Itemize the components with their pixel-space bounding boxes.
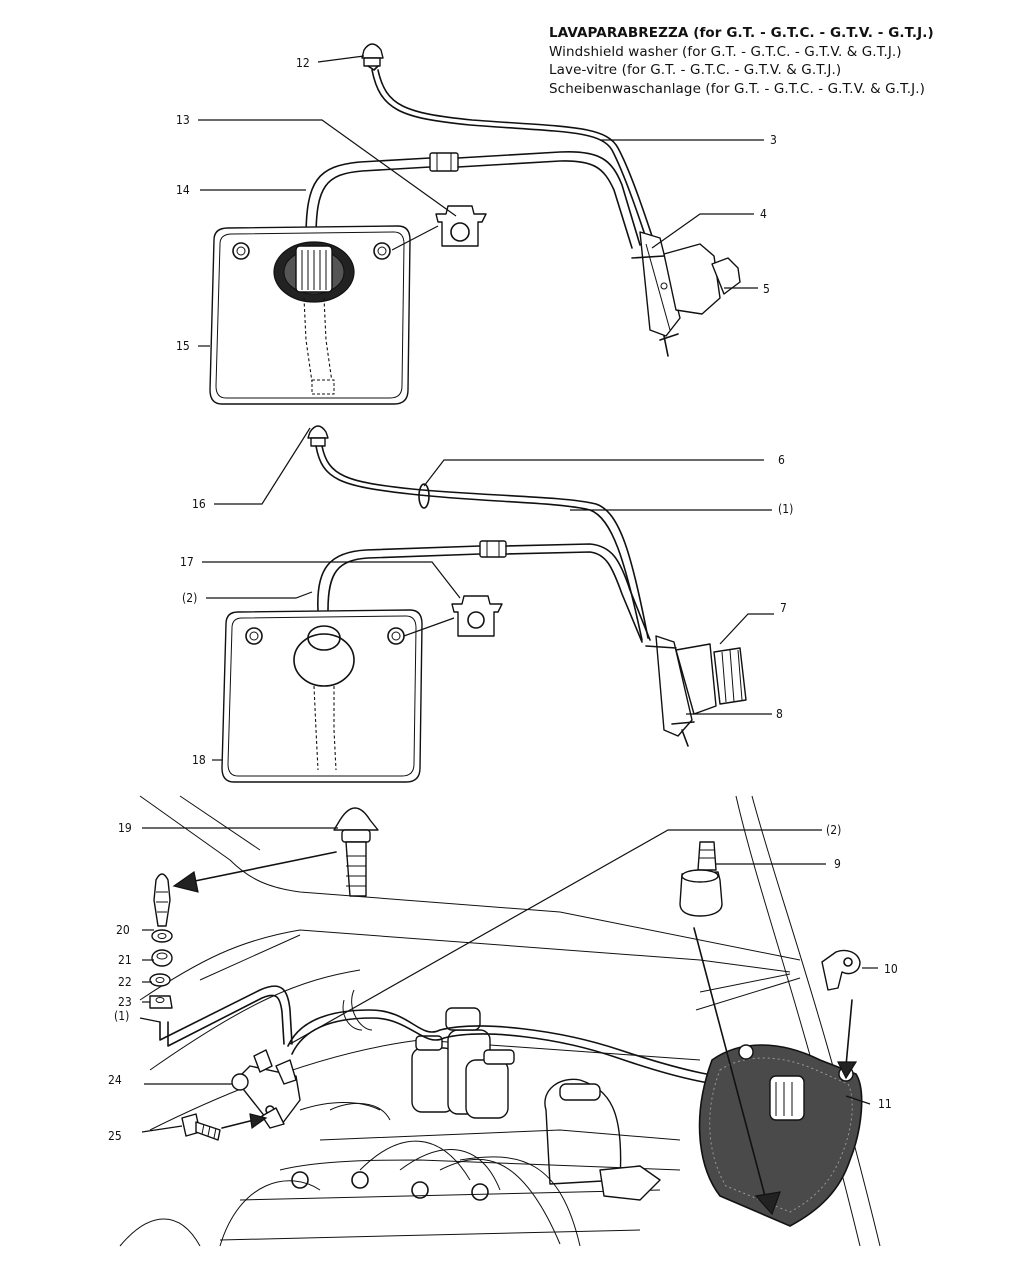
callout-17: 17	[180, 555, 194, 569]
callout-24: 24	[108, 1073, 122, 1087]
title-line-english: Windshield washer (for G.T. - G.T.C. - G…	[549, 43, 902, 60]
callout-2-upper: (2)	[182, 591, 197, 605]
callout-4: 4	[760, 207, 767, 221]
callout-13: 13	[176, 113, 190, 127]
upper-washer-assembly	[209, 43, 741, 405]
tank-18-drawing	[221, 609, 423, 783]
nozzle-19-drawing	[172, 807, 379, 897]
engine-drawing	[119, 1102, 681, 1247]
connector-9-drawing	[679, 841, 781, 1216]
pump-24-drawing	[231, 1049, 301, 1129]
clip-17-drawing	[451, 595, 503, 637]
callout-11: 11	[878, 1097, 892, 1111]
callout-9: 9	[834, 857, 841, 871]
callout-16: 16	[192, 497, 206, 511]
callout-20: 20	[116, 923, 130, 937]
pump-5-drawing	[631, 231, 741, 357]
callout-15: 15	[176, 339, 190, 353]
callout-labels: 12 13 3 14 4 5 15 16 6 (1) 17 (2) 7 8 18…	[108, 56, 898, 1143]
callout-2-lower: (2)	[826, 823, 841, 837]
callout-8: 8	[776, 707, 783, 721]
callout-21: 21	[118, 953, 132, 967]
callout-1-lower: (1)	[114, 1009, 129, 1023]
engine-bay-assembly	[119, 795, 881, 1247]
callout-12: 12	[296, 56, 310, 70]
callout-6: 6	[778, 453, 785, 467]
callout-23: 23	[118, 995, 132, 1009]
callout-5: 5	[763, 282, 770, 296]
callout-19: 19	[118, 821, 132, 835]
tank-15-drawing	[209, 225, 411, 405]
callout-10: 10	[884, 962, 898, 976]
callout-22: 22	[118, 975, 132, 989]
callout-3: 3	[770, 133, 777, 147]
title-line-german: Scheibenwaschanlage (for G.T. - G.T.C. -…	[549, 80, 926, 97]
callout-1-upper: (1)	[778, 502, 793, 516]
coolant-bottles-drawing	[411, 1007, 622, 1185]
middle-washer-assembly	[221, 425, 747, 783]
pump-7-drawing	[645, 635, 747, 747]
diagram-title-block: LAVAPARABREZZA (for G.T. - G.T.C. - G.T.…	[549, 24, 1019, 98]
title-line-italian: LAVAPARABREZZA (for G.T. - G.T.C. - G.T.…	[549, 25, 934, 41]
callout-7: 7	[780, 601, 787, 615]
callout-18: 18	[192, 753, 206, 767]
fastener-stack-drawing	[149, 873, 173, 1009]
nozzle-12-drawing	[361, 43, 384, 71]
callout-14: 14	[176, 183, 190, 197]
callout-25: 25	[108, 1129, 122, 1143]
clip-13-drawing	[435, 205, 487, 247]
nozzle-16-drawing	[307, 425, 329, 447]
reservoir-11-drawing	[698, 1044, 863, 1227]
title-line-french: Lave-vitre (for G.T. - G.T.C. - G.T.V. &…	[549, 62, 842, 78]
bolt-25-drawing	[181, 1113, 268, 1141]
clip-10-drawing	[821, 949, 861, 1080]
leader-lines	[139, 55, 878, 1133]
